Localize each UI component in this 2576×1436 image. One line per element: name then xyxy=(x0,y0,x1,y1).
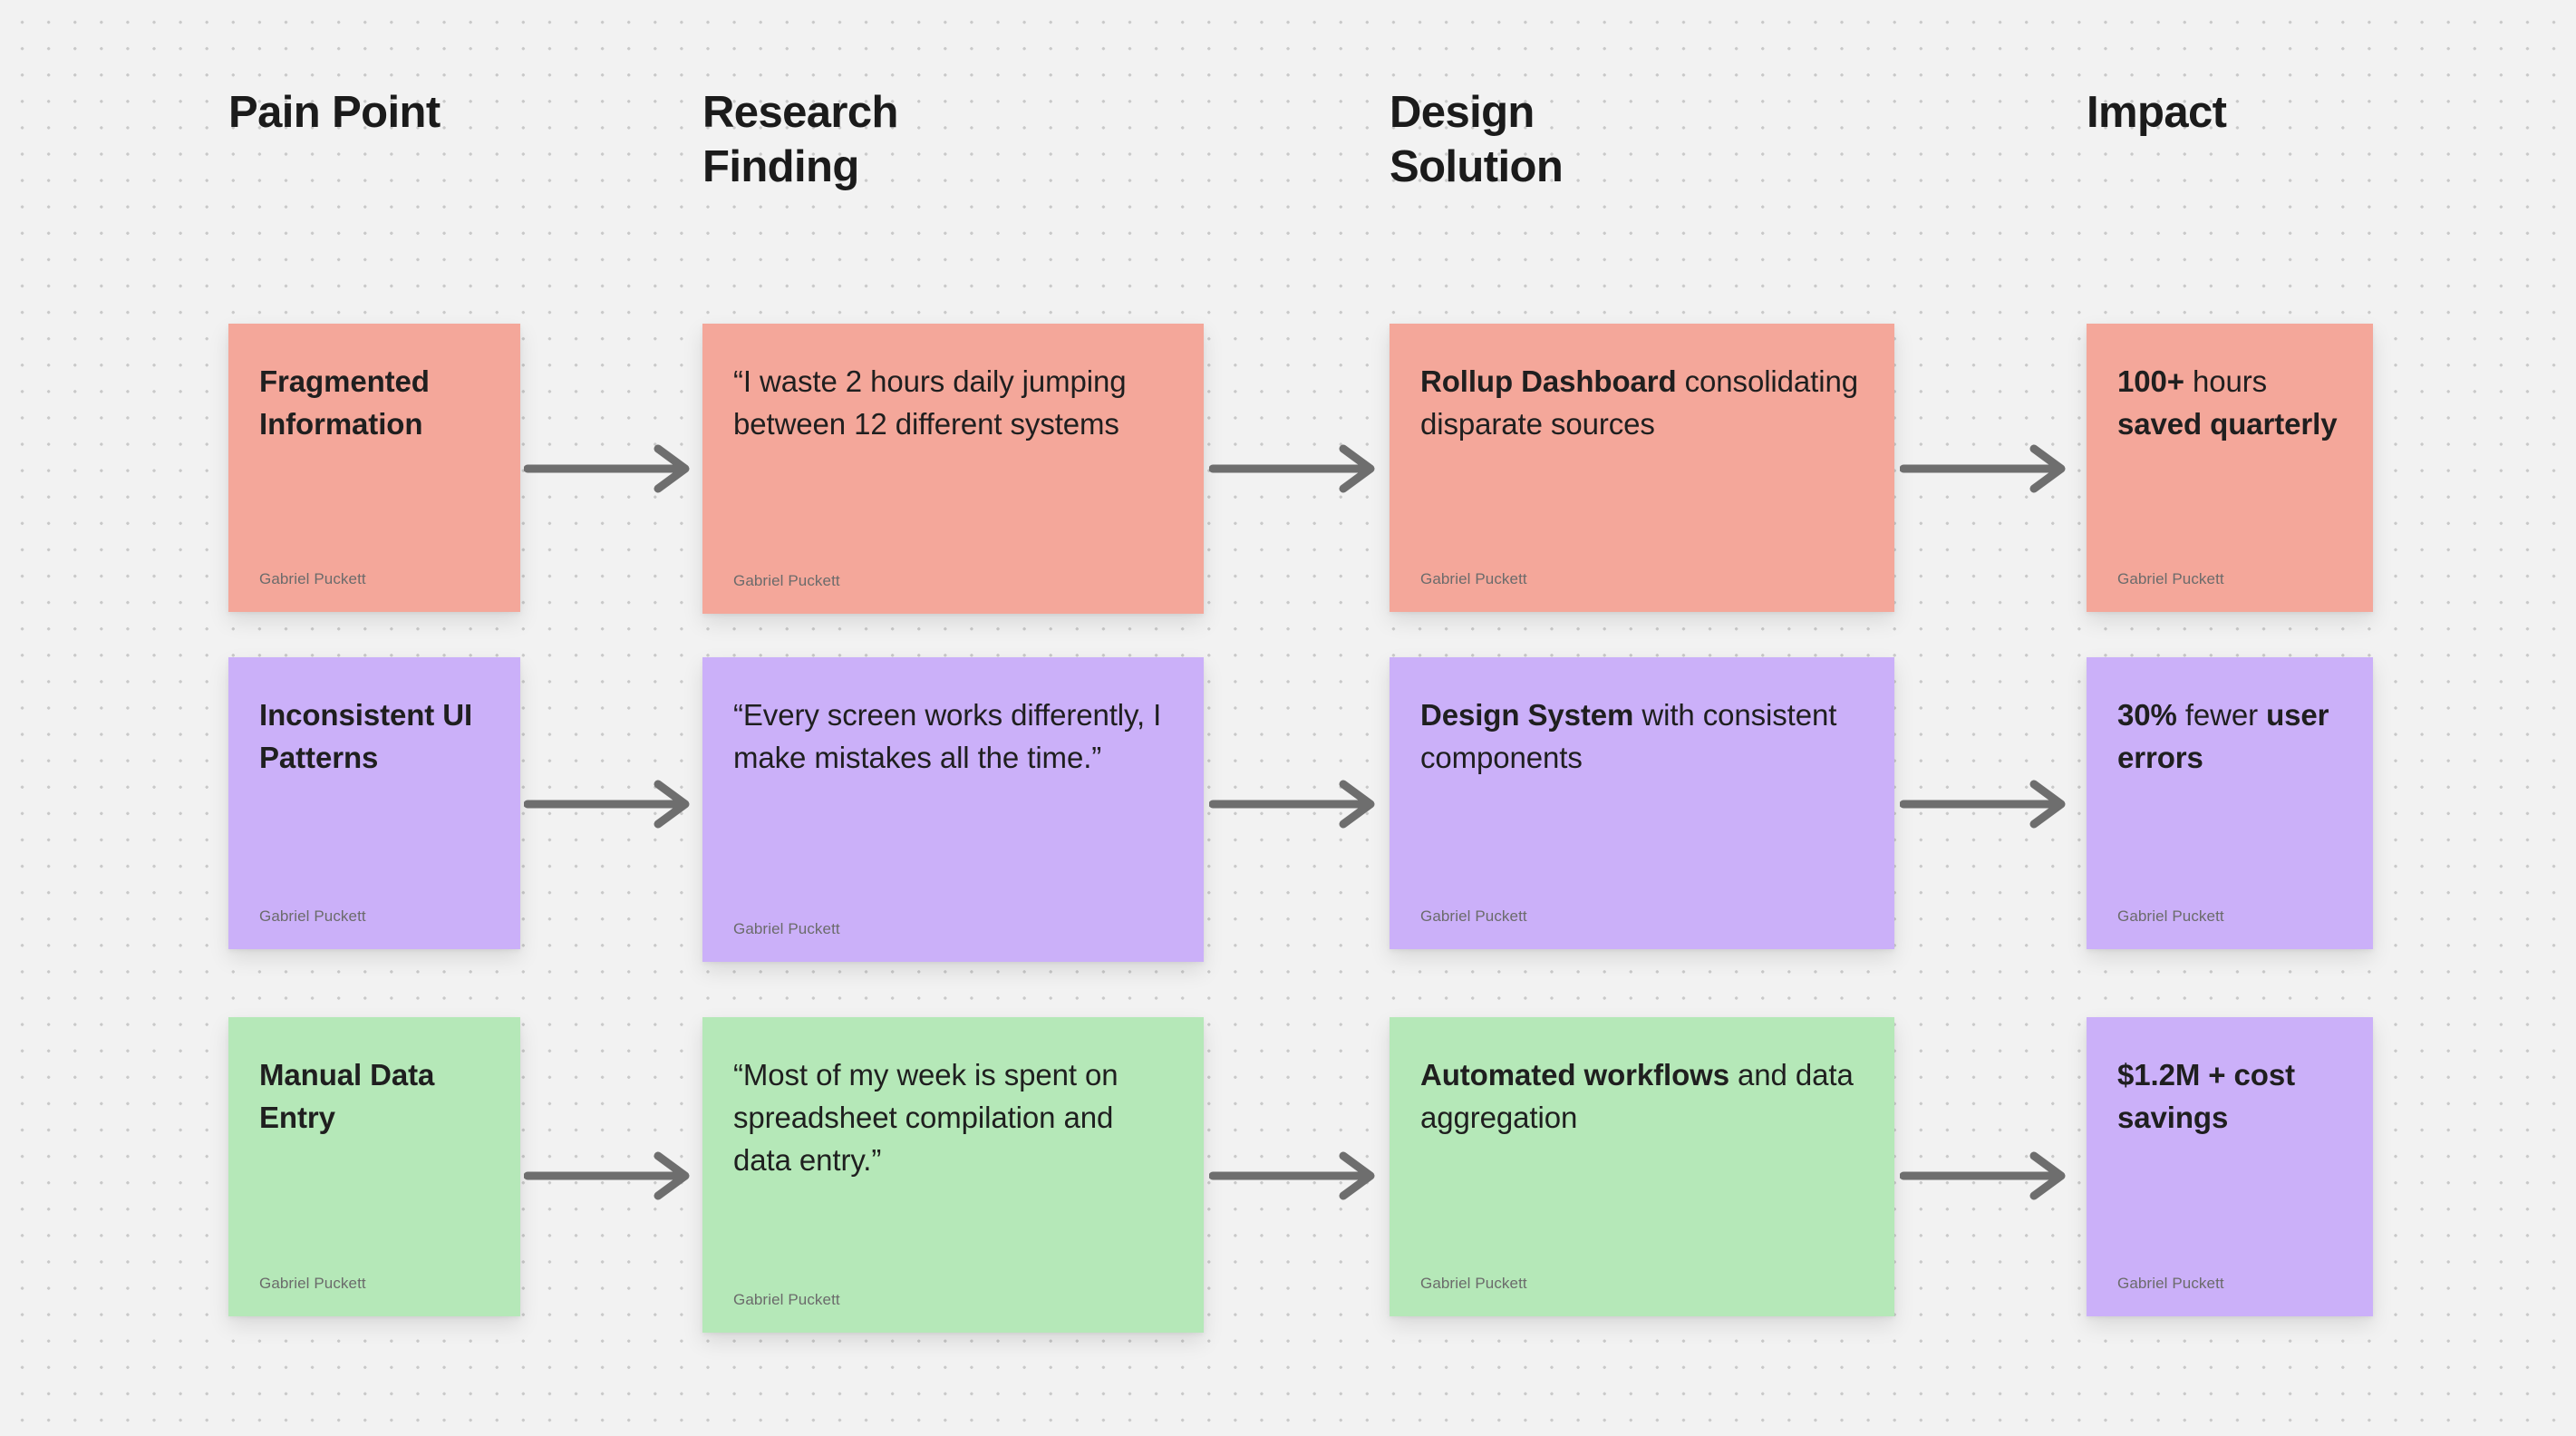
sticky-note-text-tail: user errors xyxy=(2117,698,2329,775)
sticky-note-text: Design System with consistent components xyxy=(1420,694,1864,779)
arrow-right-icon xyxy=(524,444,690,493)
sticky-note-impact-1[interactable]: 100+ hours saved quarterly Gabriel Pucke… xyxy=(2087,324,2373,612)
sticky-note-author: Gabriel Puckett xyxy=(1420,570,1527,587)
arrow-right-icon xyxy=(524,780,690,829)
sticky-note-text: Manual Data Entry xyxy=(259,1058,435,1135)
sticky-note-author: Gabriel Puckett xyxy=(1420,1275,1527,1292)
sticky-note-text-rest: consolidating disparate sources xyxy=(1420,364,1858,441)
arrow-right-icon xyxy=(524,1151,690,1200)
sticky-note-text: 30% fewer user errors xyxy=(2117,694,2342,779)
arrow-right-icon xyxy=(1209,444,1375,493)
sticky-note-text: $1.2M + cost savings xyxy=(2117,1053,2342,1139)
sticky-note-text: “I waste 2 hours daily jumping between 1… xyxy=(733,364,1127,441)
sticky-note-text-rest: hours xyxy=(2184,364,2268,398)
sticky-note-impact-2[interactable]: 30% fewer user errors Gabriel Puckett xyxy=(2087,657,2373,949)
sticky-note-text-rest: with consistent components xyxy=(1420,698,1837,775)
sticky-note-pain-point-3[interactable]: Manual Data Entry Gabriel Puckett xyxy=(228,1017,520,1316)
sticky-note-author: Gabriel Puckett xyxy=(259,1275,366,1292)
sticky-note-impact-3[interactable]: $1.2M + cost savings Gabriel Puckett xyxy=(2087,1017,2373,1316)
sticky-note-text-rest: fewer xyxy=(2176,698,2267,732)
sticky-note-metric: $1.2M + cost savings xyxy=(2117,1058,2295,1135)
sticky-note-author: Gabriel Puckett xyxy=(1420,907,1527,925)
sticky-note-text-lead: Automated workflows xyxy=(1420,1058,1729,1092)
sticky-note-author: Gabriel Puckett xyxy=(2117,570,2224,587)
sticky-note-author: Gabriel Puckett xyxy=(733,572,840,589)
sticky-note-text: 100+ hours saved quarterly xyxy=(2117,360,2342,445)
sticky-note-text: “Every screen works differently, I make … xyxy=(733,698,1162,775)
sticky-note-research-finding-1[interactable]: “I waste 2 hours daily jumping between 1… xyxy=(702,324,1204,614)
sticky-note-research-finding-2[interactable]: “Every screen works differently, I make … xyxy=(702,657,1204,962)
column-header-impact: Impact xyxy=(2087,88,2227,137)
sticky-note-design-solution-1[interactable]: Rollup Dashboard consolidating disparate… xyxy=(1390,324,1894,612)
sticky-note-author: Gabriel Puckett xyxy=(259,570,366,587)
sticky-note-text-lead: Design System xyxy=(1420,698,1634,732)
sticky-note-text: “Most of my week is spent on spreadsheet… xyxy=(733,1058,1119,1178)
sticky-note-text-rest: and data aggregation xyxy=(1420,1058,1854,1135)
sticky-note-text-lead: Rollup Dashboard xyxy=(1420,364,1677,398)
arrow-right-icon xyxy=(1209,1151,1375,1200)
column-header-pain-point: Pain Point xyxy=(228,88,441,137)
sticky-note-research-finding-3[interactable]: “Most of my week is spent on spreadsheet… xyxy=(702,1017,1204,1333)
column-header-design-solution: Design Solution xyxy=(1390,88,1564,191)
sticky-note-design-solution-3[interactable]: Automated workflows and data aggregation… xyxy=(1390,1017,1894,1316)
sticky-note-author: Gabriel Puckett xyxy=(259,907,366,925)
sticky-note-text: Inconsistent UI Patterns xyxy=(259,698,473,775)
arrow-right-icon xyxy=(1209,780,1375,829)
sticky-note-author: Gabriel Puckett xyxy=(2117,1275,2224,1292)
sticky-note-text: Automated workflows and data aggregation xyxy=(1420,1053,1864,1139)
sticky-note-author: Gabriel Puckett xyxy=(733,1291,840,1308)
sticky-note-author: Gabriel Puckett xyxy=(2117,907,2224,925)
sticky-note-metric: 30% xyxy=(2117,698,2177,732)
sticky-note-pain-point-1[interactable]: Fragmented Information Gabriel Puckett xyxy=(228,324,520,612)
sticky-note-design-solution-2[interactable]: Design System with consistent components… xyxy=(1390,657,1894,949)
sticky-note-pain-point-2[interactable]: Inconsistent UI Patterns Gabriel Puckett xyxy=(228,657,520,949)
arrow-right-icon xyxy=(1900,444,2066,493)
sticky-note-text: Fragmented Information xyxy=(259,364,430,441)
arrow-right-icon xyxy=(1900,1151,2066,1200)
arrow-right-icon xyxy=(1900,780,2066,829)
sticky-note-author: Gabriel Puckett xyxy=(733,920,840,937)
sticky-note-text-tail: saved quarterly xyxy=(2117,407,2338,441)
sticky-note-text: Rollup Dashboard consolidating disparate… xyxy=(1420,360,1864,445)
column-header-research-finding: Research Finding xyxy=(702,88,898,191)
sticky-note-metric: 100+ xyxy=(2117,364,2184,398)
